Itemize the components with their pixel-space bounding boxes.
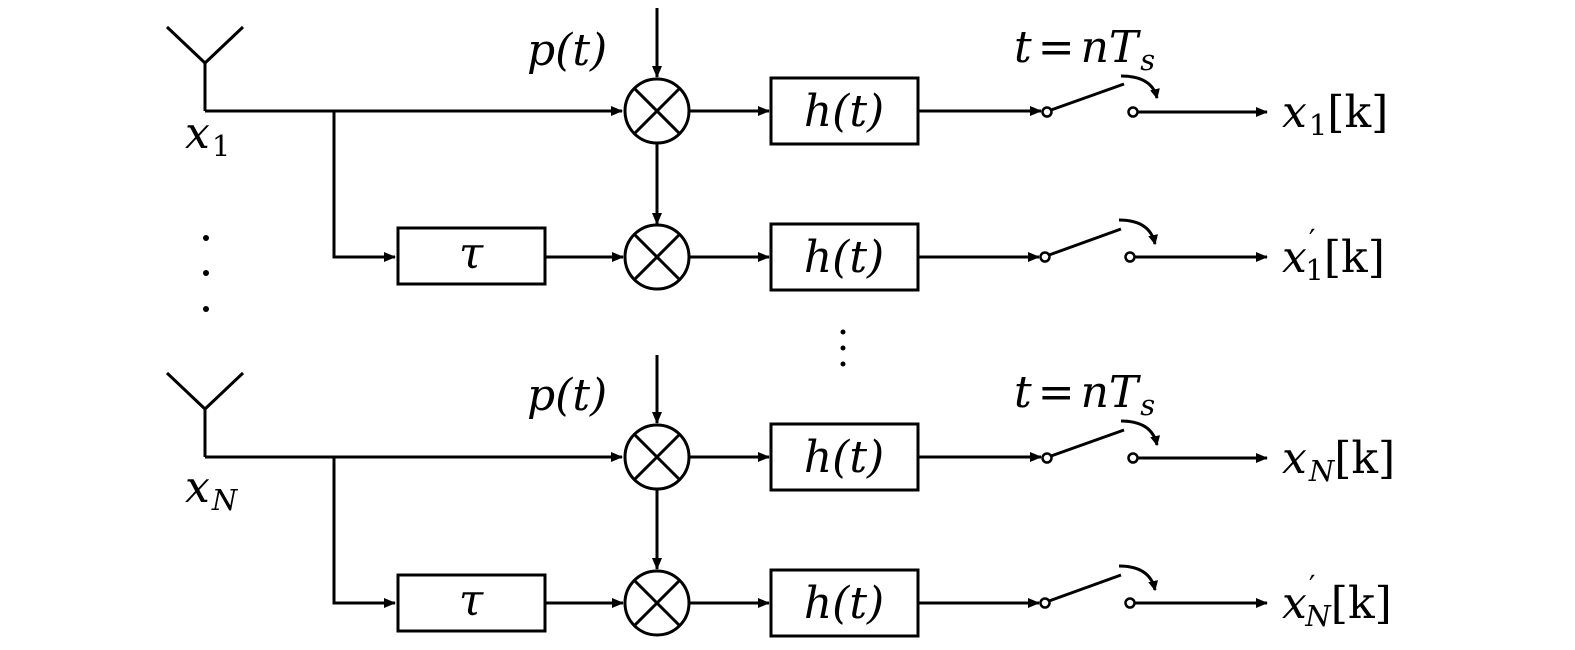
antenna-icon bbox=[165, 371, 245, 457]
sampler-switch-icon bbox=[1041, 74, 1160, 118]
mixer-icon bbox=[623, 223, 691, 291]
antenna-branch-1: x1 p(t) h(t) t=nTs bbox=[165, 8, 1388, 292]
sampler-switch-icon bbox=[1039, 218, 1159, 263]
antenna-icon bbox=[165, 25, 245, 111]
output-label-n: xN[k] bbox=[1282, 433, 1395, 488]
output-label-1-prime: x′1[k] bbox=[1282, 223, 1385, 287]
svg-text:τ: τ bbox=[459, 228, 484, 279]
branch-ellipsis bbox=[840, 329, 846, 367]
svg-text:h(t): h(t) bbox=[804, 232, 884, 283]
sampling-label: t=nTs bbox=[1014, 367, 1155, 422]
svg-text:h(t): h(t) bbox=[804, 86, 884, 137]
delay-block: τ bbox=[396, 226, 547, 286]
antenna-label-1: x1 bbox=[185, 108, 230, 163]
pulse-label: p(t) bbox=[527, 25, 607, 76]
antenna-branch-n: xN p(t) h(t) t=nTs xN[k] bbox=[165, 355, 1395, 638]
delay-block: τ bbox=[396, 573, 547, 633]
svg-text:τ: τ bbox=[459, 575, 484, 626]
filter-block: h(t) bbox=[769, 422, 920, 492]
pulse-label: p(t) bbox=[527, 370, 607, 421]
antenna-label-n: xN bbox=[185, 462, 239, 517]
delay-branch-line bbox=[332, 111, 396, 262]
filter-block: h(t) bbox=[769, 76, 920, 146]
mixer-icon bbox=[623, 569, 691, 637]
mixer-icon bbox=[623, 423, 691, 491]
sampler-switch-icon bbox=[1041, 419, 1161, 464]
mixer-icon bbox=[623, 77, 691, 145]
sampling-label: t=nTs bbox=[1014, 22, 1155, 77]
filter-block: h(t) bbox=[769, 222, 920, 292]
svg-text:h(t): h(t) bbox=[804, 578, 884, 629]
svg-text:h(t): h(t) bbox=[804, 432, 884, 483]
output-label-1: x1[k] bbox=[1282, 87, 1388, 142]
antenna-ellipsis bbox=[203, 235, 209, 312]
output-label-n-prime: x′N[k] bbox=[1282, 569, 1392, 633]
filter-block: h(t) bbox=[769, 568, 920, 638]
sampler-switch-icon bbox=[1039, 564, 1159, 609]
delay-branch-line bbox=[332, 457, 396, 608]
